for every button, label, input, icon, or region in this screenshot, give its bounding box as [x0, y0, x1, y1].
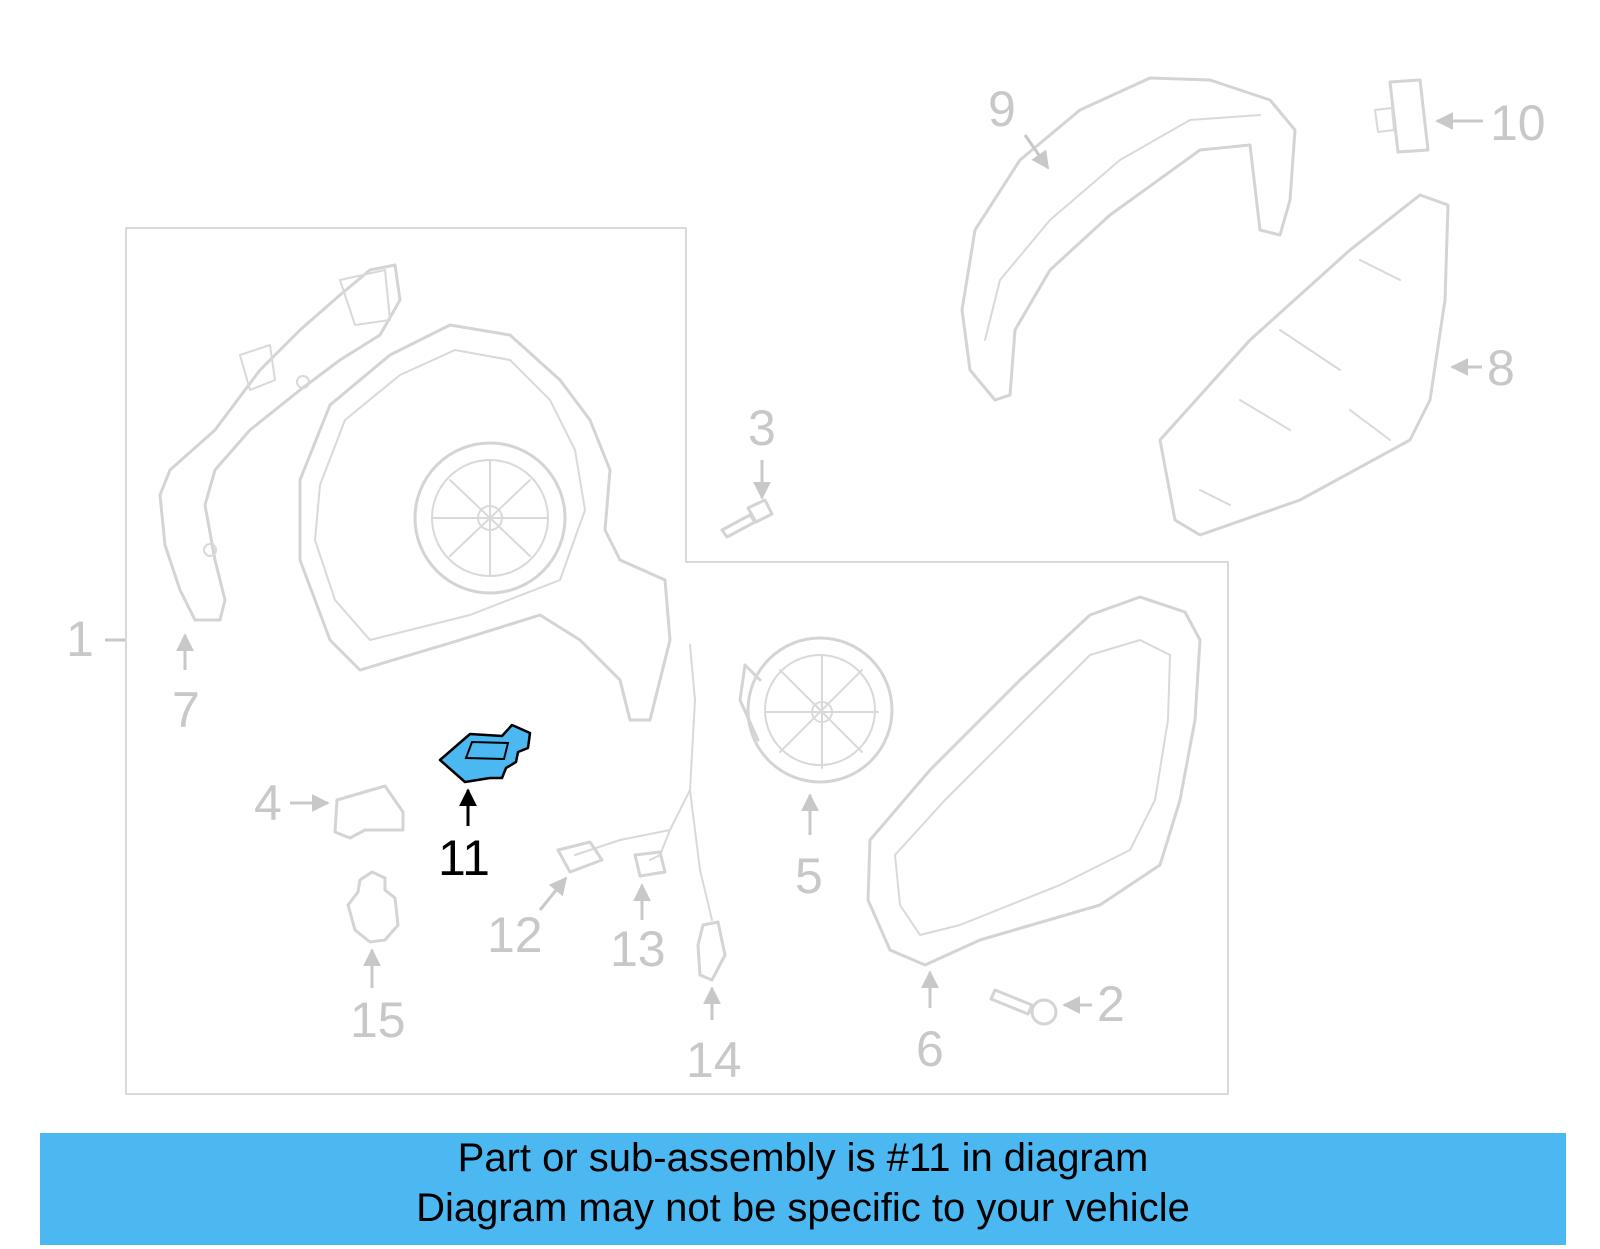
part-5-motor — [738, 636, 894, 784]
part-1-mirror-housing — [298, 323, 672, 722]
assembly-outline — [125, 227, 1229, 1095]
leader-lines — [105, 112, 1483, 1020]
callout-3: 3 — [748, 400, 776, 456]
callout-12: 12 — [487, 907, 543, 963]
banner-part-notice: Part or sub-assembly is #11 in diagram — [457, 1136, 1149, 1180]
part-harness — [556, 644, 727, 982]
part-15-sensor — [346, 870, 400, 944]
part-10-clip — [1374, 78, 1430, 154]
part-2-screw — [989, 988, 1058, 1026]
callout-2: 2 — [1097, 976, 1125, 1032]
callout-9: 9 — [988, 81, 1016, 137]
callout-11-highlighted: 11 — [438, 830, 490, 886]
part-7-bracket — [158, 263, 402, 622]
part-12-connector — [556, 840, 604, 874]
callout-8: 8 — [1487, 340, 1515, 396]
part-3-screw — [720, 498, 774, 539]
part-13-connector — [633, 850, 667, 878]
callout-10: 10 — [1490, 95, 1546, 151]
part-11-module-highlighted — [438, 723, 532, 784]
part-4-bracket — [333, 784, 405, 840]
banner-disclaimer: Diagram may not be specific to your vehi… — [416, 1186, 1190, 1230]
callout-7: 7 — [172, 682, 200, 738]
callout-14: 14 — [686, 1032, 742, 1088]
callout-5: 5 — [795, 848, 823, 904]
info-banner: Part or sub-assembly is #11 in diagram D… — [40, 1133, 1566, 1245]
callout-13: 13 — [610, 921, 666, 977]
callout-6: 6 — [916, 1021, 944, 1077]
callout-1: 1 — [66, 611, 94, 667]
part-14-connector — [696, 920, 727, 982]
callout-4: 4 — [254, 775, 282, 831]
part-8-mirror-glass — [1158, 193, 1450, 537]
part-6-housing-back — [866, 595, 1202, 967]
callout-15: 15 — [350, 992, 406, 1048]
part-9-cover-cap — [960, 76, 1297, 402]
